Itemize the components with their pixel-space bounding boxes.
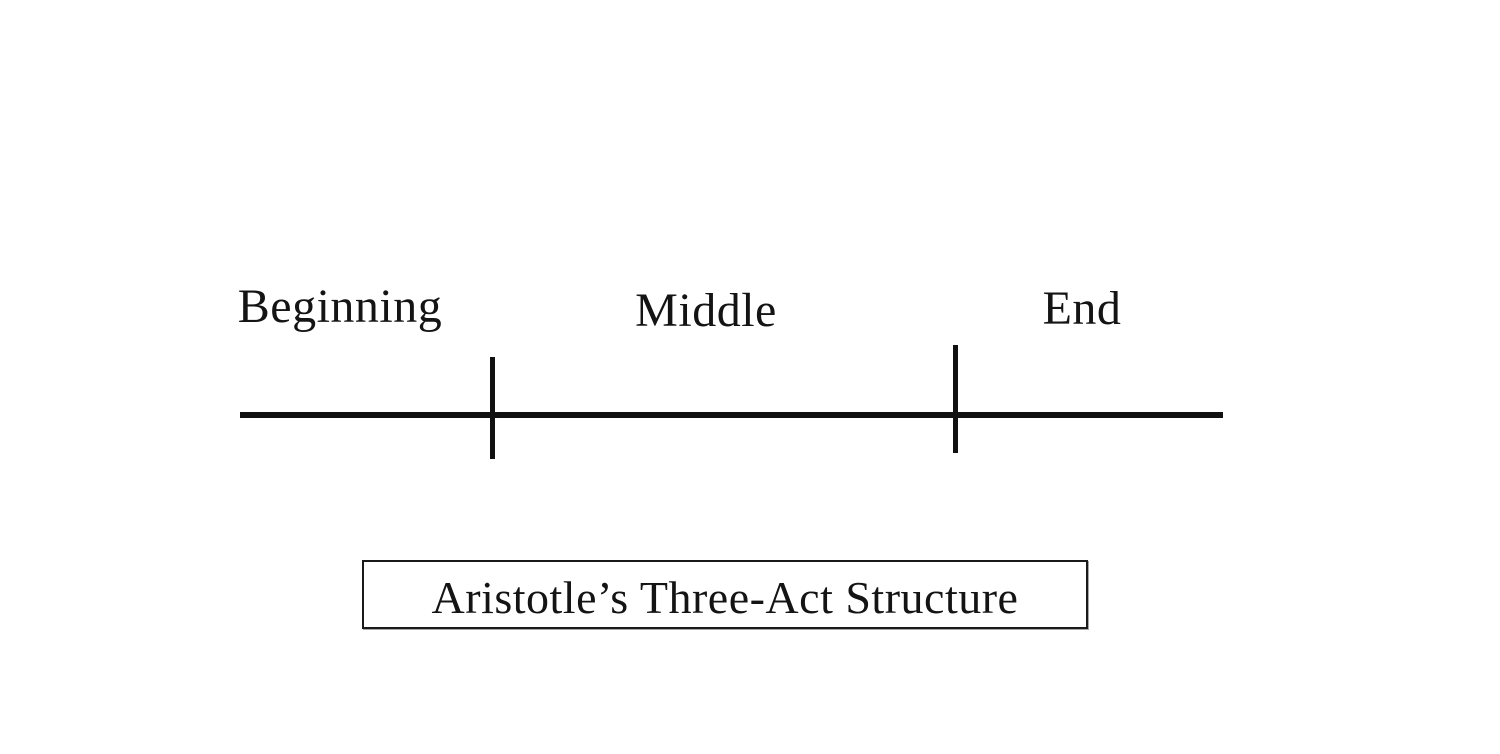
section-label-middle: Middle bbox=[635, 284, 777, 337]
diagram-title: Aristotle’s Three-Act Structure bbox=[431, 571, 1019, 623]
act-divider-tick-1 bbox=[490, 357, 495, 459]
title-box: Aristotle’s Three-Act Structure bbox=[362, 560, 1088, 629]
timeline-line bbox=[240, 412, 1223, 418]
section-label-end: End bbox=[1042, 282, 1122, 335]
section-label-beginning: Beginning bbox=[237, 280, 443, 333]
act-divider-tick-2 bbox=[953, 345, 958, 453]
